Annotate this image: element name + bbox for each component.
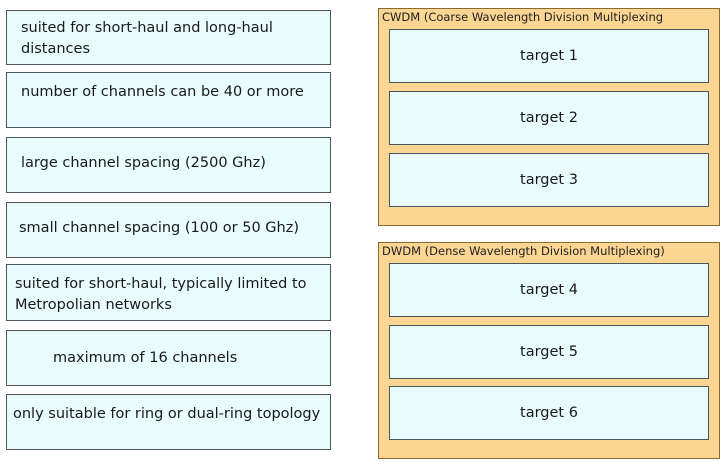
option-16-channels[interactable]: maximum of 16 channels xyxy=(6,330,331,386)
target-label: target 5 xyxy=(520,344,578,360)
group-title: DWDM (Dense Wavelength Division Multiple… xyxy=(382,244,665,258)
option-large-spacing[interactable]: large channel spacing (2500 Ghz) xyxy=(6,137,331,193)
target-label: target 3 xyxy=(520,172,578,188)
group-title: CWDM (Coarse Wavelength Division Multipl… xyxy=(382,10,664,24)
drop-target-6[interactable]: target 6 xyxy=(389,386,709,440)
option-label: number of channels can be 40 or more xyxy=(21,84,304,100)
option-label: only suitable for ring or dual-ring topo… xyxy=(13,406,321,422)
dwdm-group: DWDM (Dense Wavelength Division Multiple… xyxy=(378,242,720,459)
cwdm-group: CWDM (Coarse Wavelength Division Multipl… xyxy=(378,8,720,226)
option-ring-topology[interactable]: only suitable for ring or dual-ring topo… xyxy=(6,394,331,450)
target-label: target 2 xyxy=(520,110,578,126)
target-label: target 1 xyxy=(520,48,578,64)
target-label: target 6 xyxy=(520,405,578,421)
drop-target-4[interactable]: target 4 xyxy=(389,263,709,317)
option-small-spacing[interactable]: small channel spacing (100 or 50 Ghz) xyxy=(6,202,331,258)
option-40-channels[interactable]: number of channels can be 40 or more xyxy=(6,72,331,128)
option-label: small channel spacing (100 or 50 Ghz) xyxy=(19,220,300,236)
option-short-haul-metro[interactable]: suited for short-haul, typically limited… xyxy=(6,264,331,321)
target-label: target 4 xyxy=(520,282,578,298)
option-label: suited for short-haul and long-haul dist… xyxy=(21,20,273,57)
drop-target-2[interactable]: target 2 xyxy=(389,91,709,145)
option-short-long-haul[interactable]: suited for short-haul and long-haul dist… xyxy=(6,10,331,65)
option-label: suited for short-haul, typically limited… xyxy=(15,276,307,313)
drop-target-1[interactable]: target 1 xyxy=(389,29,709,83)
drop-target-5[interactable]: target 5 xyxy=(389,325,709,379)
option-label: large channel spacing (2500 Ghz) xyxy=(21,155,266,171)
option-label: maximum of 16 channels xyxy=(53,350,238,366)
drop-target-3[interactable]: target 3 xyxy=(389,153,709,207)
